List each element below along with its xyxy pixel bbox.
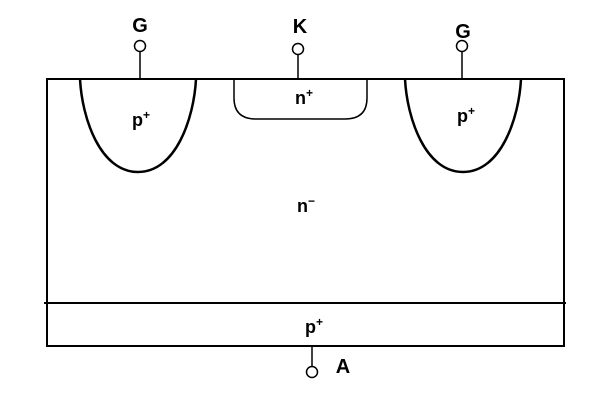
anode-terminal-icon (305, 365, 319, 379)
device-body (46, 78, 565, 347)
cathode-well-label: n+ (295, 86, 313, 108)
gate-right-well-label: p+ (457, 104, 475, 126)
cathode-label: K (293, 16, 308, 38)
cathode-well (233, 79, 368, 120)
gate-right-well (403, 78, 523, 174)
gate-right-label: G (455, 21, 471, 43)
gate-left-label: G (132, 15, 148, 37)
gate-left-well (78, 78, 198, 174)
anode-label: A (336, 356, 350, 378)
gate-right-terminal-icon (455, 39, 469, 53)
drift-region-label: n− (297, 194, 315, 216)
gate-left-terminal: G (132, 15, 148, 79)
gate-right-terminal: G (455, 21, 471, 79)
cathode-terminal-icon (291, 42, 305, 56)
cathode-terminal: K (291, 16, 308, 79)
anode-terminal: A (305, 346, 350, 379)
anode-layer-label: p+ (305, 315, 323, 337)
gate-left-well-label: p+ (132, 108, 150, 130)
gate-left-terminal-icon (133, 39, 147, 53)
